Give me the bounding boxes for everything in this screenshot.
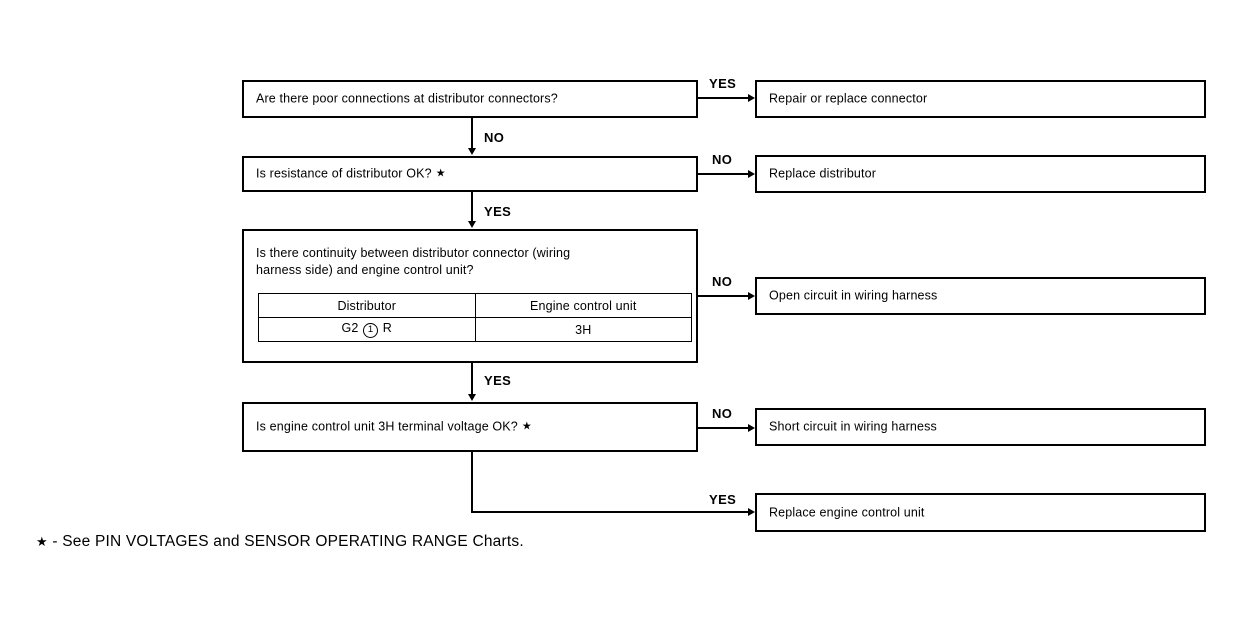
arrowhead-q4-no bbox=[748, 424, 755, 432]
question-box-3-line-1: Is there continuity between distributor … bbox=[256, 246, 571, 260]
connector-q4-no bbox=[698, 427, 748, 429]
table-header-distributor: Distributor bbox=[258, 293, 476, 318]
distributor-pin-suffix: R bbox=[382, 321, 392, 335]
connector-q4-yes-horizontal bbox=[471, 511, 748, 513]
branch-label-q4-yes: YES bbox=[709, 492, 737, 507]
connector-q4-yes-vertical bbox=[471, 452, 473, 513]
action-box-4: Short circuit in wiring harness bbox=[755, 408, 1206, 446]
table-row: G2 1 R 3H bbox=[258, 317, 692, 342]
footnote: ★ - See PIN VOLTAGES and SENSOR OPERATIN… bbox=[36, 533, 524, 551]
branch-label-q3-no: NO bbox=[712, 274, 733, 289]
arrowhead-q1-yes bbox=[748, 94, 755, 102]
question-box-3: Is there continuity between distributor … bbox=[242, 229, 698, 363]
branch-label-q2-yes: YES bbox=[484, 204, 512, 219]
distributor-pin-prefix: G2 bbox=[341, 321, 359, 335]
action-box-1: Repair or replace connector bbox=[755, 80, 1206, 118]
footnote-text: See PIN VOLTAGES and SENSOR OPERATING RA… bbox=[62, 533, 524, 550]
action-box-1-text: Repair or replace connector bbox=[769, 91, 928, 106]
table-cell-distributor-pin: G2 1 R bbox=[258, 317, 476, 342]
arrowhead-q3-yes bbox=[468, 394, 476, 401]
connector-q1-no bbox=[471, 118, 473, 149]
action-box-3: Open circuit in wiring harness bbox=[755, 277, 1206, 315]
connector-q2-no bbox=[698, 173, 748, 175]
footnote-dash: - bbox=[52, 533, 58, 550]
table-header-engine-control-unit: Engine control unit bbox=[474, 293, 692, 318]
question-box-1-text: Are there poor connections at distributo… bbox=[256, 91, 558, 106]
action-box-5-text: Replace engine control unit bbox=[769, 505, 925, 519]
action-box-4-text: Short circuit in wiring harness bbox=[769, 419, 937, 434]
branch-label-q1-no: NO bbox=[484, 130, 505, 145]
table-cell-engine-control-unit-pin: 3H bbox=[474, 317, 692, 342]
action-box-2-text: Replace distributor bbox=[769, 166, 877, 181]
connector-q2-yes bbox=[471, 192, 473, 222]
question-box-1: Are there poor connections at distributo… bbox=[242, 80, 698, 118]
arrowhead-q4-yes bbox=[748, 508, 755, 516]
question-box-4-label: Is engine control unit 3H terminal volta… bbox=[256, 419, 518, 434]
continuity-table: Distributor Engine control unit G2 1 R 3… bbox=[258, 293, 692, 342]
connector-q3-yes bbox=[471, 363, 473, 395]
question-box-4-text: Is engine control unit 3H terminal volta… bbox=[256, 419, 686, 436]
circled-number-icon: 1 bbox=[363, 323, 379, 338]
question-box-2: Is resistance of distributor OK?★ bbox=[242, 156, 698, 192]
table-header-row: Distributor Engine control unit bbox=[258, 293, 692, 318]
action-box-2: Replace distributor bbox=[755, 155, 1206, 193]
question-box-4: Is engine control unit 3H terminal volta… bbox=[242, 402, 698, 452]
question-box-3-line-2: harness side) and engine control unit? bbox=[256, 263, 474, 277]
action-box-5: Replace engine control unit bbox=[755, 493, 1206, 532]
branch-label-q2-no: NO bbox=[712, 152, 733, 167]
branch-label-q3-yes: YES bbox=[484, 373, 512, 388]
arrowhead-q2-yes bbox=[468, 221, 476, 228]
connector-q1-yes bbox=[698, 97, 748, 99]
action-box-3-text: Open circuit in wiring harness bbox=[769, 288, 938, 303]
connector-q3-no bbox=[698, 295, 748, 297]
question-box-2-label: Is resistance of distributor OK? bbox=[256, 166, 432, 181]
arrowhead-q2-no bbox=[748, 170, 755, 178]
question-box-2-text: Is resistance of distributor OK?★ bbox=[256, 166, 686, 183]
arrowhead-q3-no bbox=[748, 292, 755, 300]
star-icon-q2: ★ bbox=[435, 167, 446, 180]
question-box-3-text: Is there continuity between distributor … bbox=[256, 245, 686, 279]
star-icon-q4: ★ bbox=[521, 420, 532, 433]
branch-label-q1-yes: YES bbox=[709, 76, 737, 91]
arrowhead-q1-no bbox=[468, 148, 476, 155]
footnote-star-icon: ★ bbox=[36, 534, 48, 549]
branch-label-q4-no: NO bbox=[712, 406, 733, 421]
